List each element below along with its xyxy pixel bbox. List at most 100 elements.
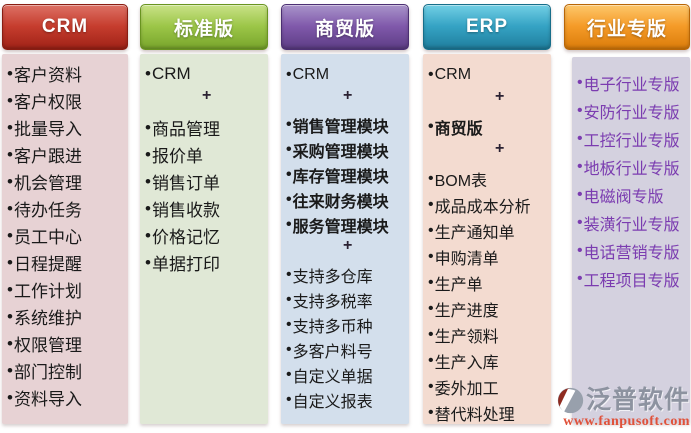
bullet-icon: • — [7, 306, 13, 326]
column-body-industry-edition: •电子行业专版•安防行业专版•工控行业专版•地板行业专版•电磁阀专版•装潢行业专… — [572, 57, 690, 423]
bullet-icon: • — [577, 130, 583, 147]
bullet-icon: • — [428, 118, 434, 135]
feature-item: •报价单 — [140, 141, 268, 168]
feature-label: 权限管理 — [13, 336, 82, 355]
feature-item: •生产进度 — [423, 296, 551, 322]
column-header-trade-edition: 商贸版 — [281, 4, 409, 50]
feature-label: 替代料处理 — [434, 407, 515, 424]
feature-item: •服务管理模块 — [281, 212, 409, 237]
bullet-icon: • — [145, 252, 151, 272]
feature-item: •电磁阀专版 — [572, 181, 690, 209]
feature-label: 生产入库 — [434, 355, 499, 372]
feature-item: •单据打印 — [140, 249, 268, 276]
bullet-icon: • — [577, 102, 583, 119]
feature-item: •客户跟进 — [2, 141, 128, 168]
bullet-icon: • — [7, 279, 13, 299]
feature-label: 电话营销专版 — [583, 245, 680, 262]
feature-label: 工作计划 — [13, 282, 82, 301]
feature-label: 报价单 — [151, 147, 203, 166]
feature-item: •商品管理 — [140, 114, 268, 141]
feature-item: •工控行业专版 — [572, 125, 690, 153]
feature-label: 单据打印 — [151, 255, 220, 274]
feature-label: 客户资料 — [13, 66, 82, 85]
bullet-icon: • — [7, 225, 13, 245]
bullet-icon: • — [428, 196, 434, 213]
column-industry-edition: 行业专版 •电子行业专版•安防行业专版•工控行业专版•地板行业专版•电磁阀专版•… — [564, 4, 690, 423]
feature-label: 价格记忆 — [151, 228, 220, 247]
feature-item: •机会管理 — [2, 168, 128, 195]
bullet-icon: • — [428, 404, 434, 421]
column-body-trade-edition: •CRM+•销售管理模块•采购管理模块•库存管理模块•往来财务模块•服务管理模块… — [281, 54, 409, 424]
feature-item: •装潢行业专版 — [572, 209, 690, 237]
feature-label: 服务管理模块 — [292, 218, 389, 236]
feature-item: •销售收款 — [140, 195, 268, 222]
feature-label: 安防行业专版 — [583, 105, 680, 122]
feature-item: •电话营销专版 — [572, 237, 690, 265]
feature-label: 客户权限 — [13, 93, 82, 112]
feature-label: 工控行业专版 — [583, 133, 680, 150]
feature-label: 生产进度 — [434, 303, 499, 320]
bullet-icon: • — [286, 115, 292, 133]
bullet-icon: • — [428, 274, 434, 291]
plus-separator: + — [495, 88, 505, 105]
bullet-icon: • — [145, 198, 151, 218]
feature-item: •支持多币种 — [281, 312, 409, 337]
feature-item: •往来财务模块 — [281, 187, 409, 212]
feature-item: •销售订单 — [140, 168, 268, 195]
feature-item: •生产通知单 — [423, 218, 551, 244]
bullet-icon: • — [7, 63, 13, 83]
feature-label: 销售管理模块 — [292, 118, 389, 136]
feature-item: •替代料处理 — [423, 400, 551, 424]
feature-item: •客户资料 — [2, 60, 128, 87]
feature-item: •资料导入 — [2, 384, 128, 411]
feature-item: •CRM — [140, 60, 268, 87]
bullet-icon: • — [286, 190, 292, 208]
feature-label: 员工中心 — [13, 228, 82, 247]
feature-label: 自定义单据 — [292, 368, 373, 386]
plus-separator: + — [343, 87, 353, 104]
bullet-icon: • — [577, 74, 583, 91]
feature-item: •支持多仓库 — [281, 262, 409, 287]
feature-label: CRM — [434, 66, 472, 83]
feature-label: 装潢行业专版 — [583, 217, 680, 234]
feature-list: •CRM+•销售管理模块•采购管理模块•库存管理模块•往来财务模块•服务管理模块… — [281, 54, 409, 412]
feature-label: 成品成本分析 — [434, 199, 531, 216]
feature-label: 生产单 — [434, 277, 483, 294]
bullet-icon: • — [145, 225, 151, 245]
feature-label: 采购管理模块 — [292, 143, 389, 161]
bullet-icon: • — [428, 300, 434, 317]
feature-item: •待办任务 — [2, 195, 128, 222]
feature-label: 工程项目专版 — [583, 273, 680, 290]
bullet-icon: • — [286, 165, 292, 183]
bullet-icon: • — [286, 290, 292, 308]
bullet-icon: • — [577, 270, 583, 287]
feature-item: •销售管理模块 — [281, 112, 409, 137]
bullet-icon: • — [428, 378, 434, 395]
feature-label: BOM表 — [434, 173, 488, 190]
bullet-icon: • — [428, 66, 434, 83]
feature-label: 部门控制 — [13, 363, 82, 382]
watermark: 泛普软件 www.fanpusoft.com — [554, 387, 690, 429]
bullet-icon: • — [286, 265, 292, 283]
feature-label: 机会管理 — [13, 174, 82, 193]
feature-item: •多客户料号 — [281, 337, 409, 362]
feature-label: 生产通知单 — [434, 225, 515, 242]
column-header-crm: CRM — [2, 4, 128, 50]
column-erp: ERP •CRM+•商贸版+•BOM表•成品成本分析•生产通知单•申购清单•生产… — [423, 4, 551, 424]
feature-label: 电子行业专版 — [583, 77, 680, 94]
feature-item: •批量导入 — [2, 114, 128, 141]
column-crm: CRM •客户资料•客户权限•批量导入•客户跟进•机会管理•待办任务•员工中心•… — [2, 4, 128, 424]
bullet-icon: • — [286, 340, 292, 358]
bullet-icon: • — [7, 90, 13, 110]
plus-separator: + — [343, 237, 353, 254]
feature-item: •自定义单据 — [281, 362, 409, 387]
bullet-icon: • — [577, 186, 583, 203]
feature-item: •库存管理模块 — [281, 162, 409, 187]
feature-label: 日程提醒 — [13, 255, 82, 274]
feature-label: 电磁阀专版 — [583, 189, 664, 206]
feature-item: •工程项目专版 — [572, 265, 690, 293]
bullet-icon: • — [577, 242, 583, 259]
column-standard-edition: 标准版 •CRM+•商品管理•报价单•销售订单•销售收款•价格记忆•单据打印 — [140, 4, 268, 424]
feature-label: 委外加工 — [434, 381, 499, 398]
